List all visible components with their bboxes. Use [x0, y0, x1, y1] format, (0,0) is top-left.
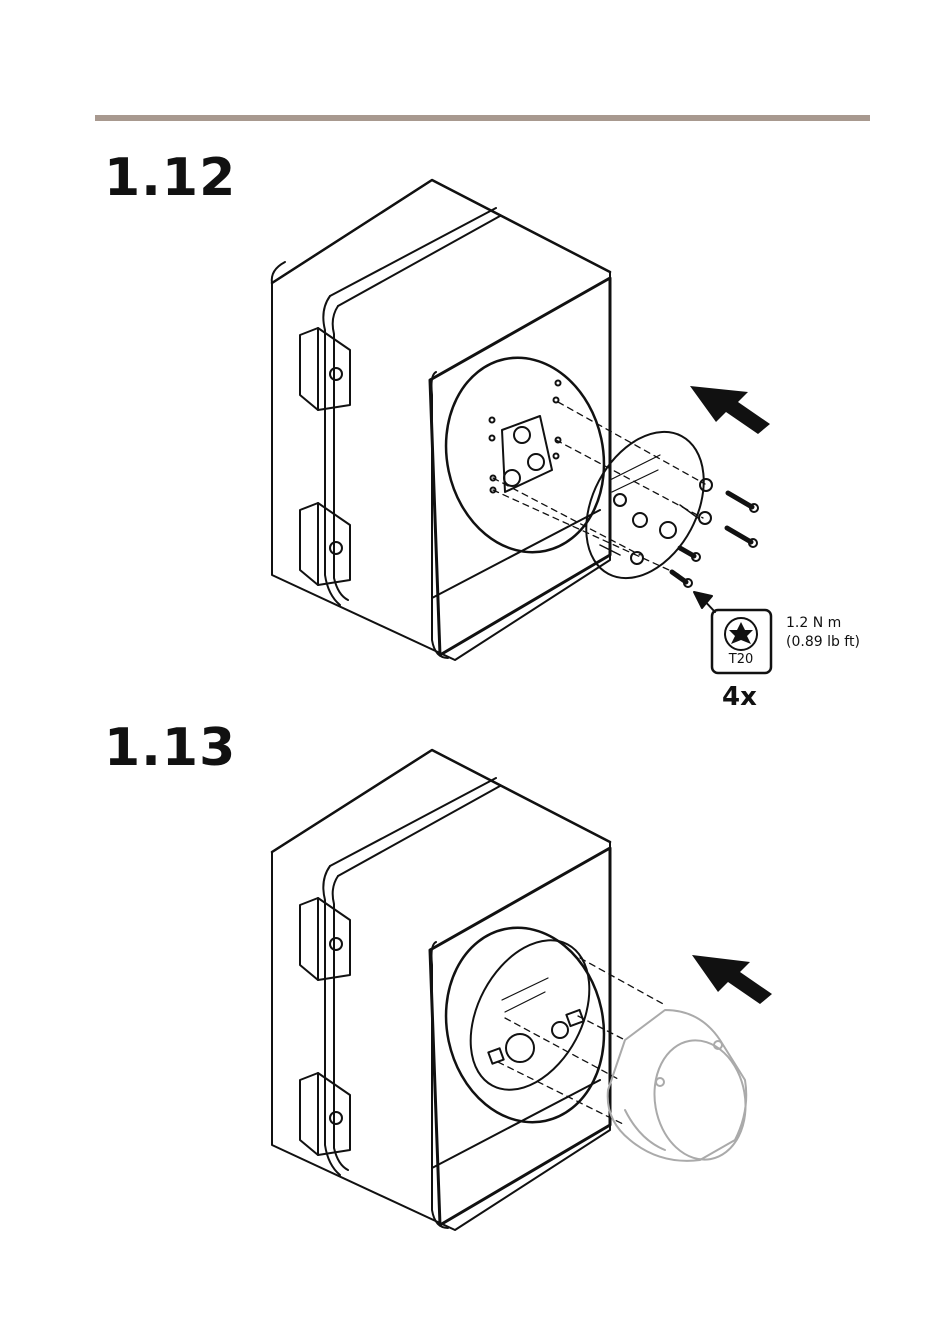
- arrow-icon: [692, 955, 772, 1004]
- torque-spec: 1.2 N m (0.89 lb ft): [786, 614, 860, 652]
- junction-box-icon: [272, 180, 622, 660]
- cable-gland-icon: [490, 381, 561, 493]
- tool-label: T20: [712, 652, 770, 667]
- header-divider: [95, 115, 870, 121]
- torque-imperial: (0.89 lb ft): [786, 633, 860, 652]
- mounting-bracket-icon: [562, 412, 727, 599]
- screw-icon: [672, 479, 758, 587]
- dome-camera-icon: [608, 1010, 755, 1167]
- quantity-label: 4x: [722, 682, 757, 712]
- torque-value: 1.2 N m: [786, 614, 860, 633]
- arrow-icon: [690, 386, 770, 434]
- step-1-13-illustration: [0, 740, 933, 1300]
- junction-box-icon: [272, 750, 622, 1230]
